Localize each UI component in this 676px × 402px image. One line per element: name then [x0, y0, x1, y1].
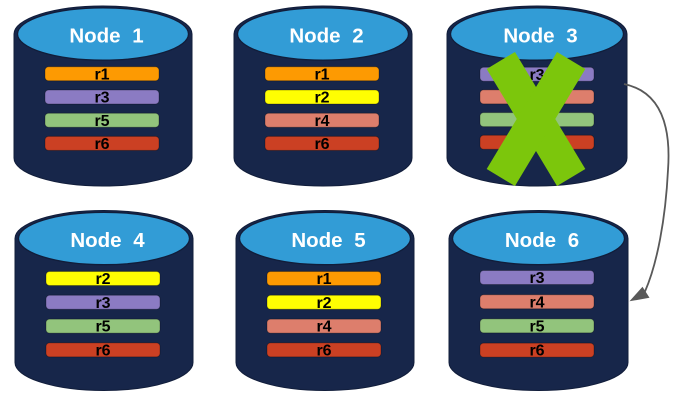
svg-text:r6: r6	[94, 136, 109, 153]
svg-text:r1: r1	[94, 66, 109, 83]
svg-text:r3: r3	[529, 270, 544, 287]
svg-text:r2: r2	[316, 295, 331, 312]
svg-text:r4: r4	[316, 319, 331, 336]
svg-text:r5: r5	[529, 319, 544, 336]
svg-text:r4: r4	[314, 113, 329, 130]
svg-text:Node 4: Node 4	[70, 229, 145, 252]
svg-text:r1: r1	[316, 271, 331, 288]
svg-text:Node 1: Node 1	[69, 25, 143, 48]
svg-text:r3: r3	[95, 295, 110, 312]
svg-text:r2: r2	[95, 271, 110, 288]
svg-text:Node 3: Node 3	[503, 25, 577, 48]
svg-text:Node 2: Node 2	[289, 25, 363, 48]
svg-text:r4: r4	[529, 294, 544, 311]
svg-text:r5: r5	[95, 319, 110, 336]
svg-text:r3: r3	[94, 90, 109, 107]
svg-text:r5: r5	[94, 113, 109, 130]
svg-text:r6: r6	[95, 343, 110, 360]
svg-text:r1: r1	[314, 66, 329, 83]
svg-text:r6: r6	[529, 343, 544, 360]
svg-text:Node 5: Node 5	[291, 229, 365, 252]
svg-text:r6: r6	[314, 136, 329, 153]
svg-text:r6: r6	[316, 343, 331, 360]
svg-text:r2: r2	[314, 90, 329, 107]
svg-text:Node 6: Node 6	[505, 229, 579, 252]
